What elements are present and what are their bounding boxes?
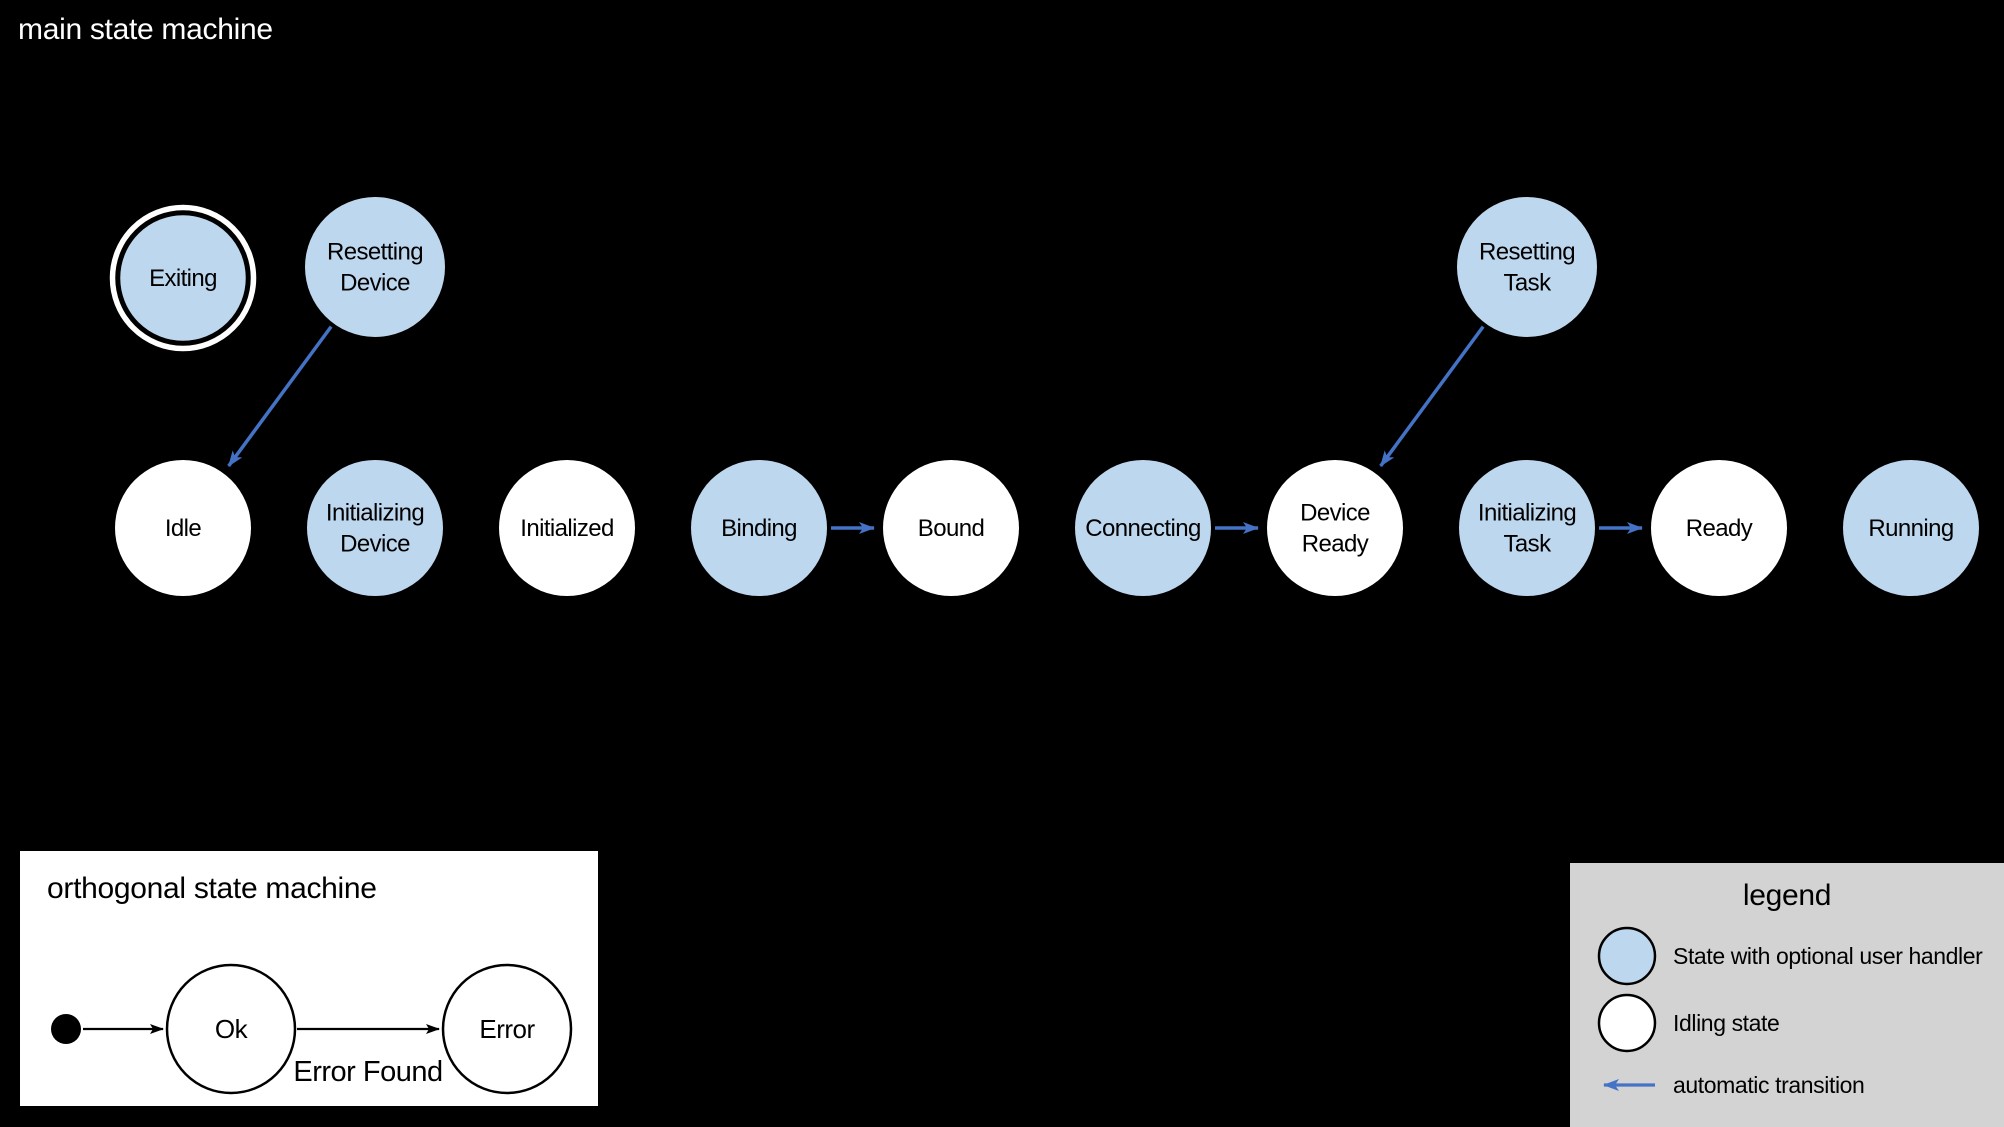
legend-panel: legend State with optional user handlerI… — [1570, 863, 2004, 1127]
legend-item-label: State with optional user handler — [1673, 943, 1983, 969]
legend-item: automatic transition — [1603, 1072, 1865, 1098]
state-initialized: Initialized — [499, 460, 635, 596]
state-error: Error — [441, 963, 573, 1095]
state-running: Running — [1843, 460, 1979, 596]
state-label-ready: Ready — [1686, 515, 1753, 542]
state-label-error: Error — [479, 1014, 535, 1044]
transition-label-ok-to-error: Error Found — [293, 1056, 442, 1088]
state-circle-exiting — [117, 212, 249, 344]
state-ready: Ready — [1651, 460, 1787, 596]
legend-item: State with optional user handler — [1597, 926, 1984, 986]
state-label-idle: Idle — [165, 515, 202, 542]
state-label-ok: Ok — [215, 1014, 249, 1044]
state-binding: Binding — [691, 460, 827, 596]
state-circle-initializing-task — [1459, 460, 1595, 596]
state-label-exiting: Exiting — [149, 265, 217, 292]
legend-item-label: automatic transition — [1673, 1072, 1864, 1098]
state-circle-error — [441, 963, 573, 1095]
state-idle: Idle — [115, 460, 251, 596]
state-circle-running — [1843, 460, 1979, 596]
state-circle-device-ready — [1267, 460, 1403, 596]
state-label-connecting: Connecting — [1085, 515, 1200, 542]
state-circle-resetting-device — [305, 197, 445, 337]
state-circle-resetting-task — [1457, 197, 1597, 337]
state-circle-connecting — [1075, 460, 1211, 596]
orthogonal-machine-title: orthogonal state machine — [47, 872, 377, 905]
legend-item: Idling state — [1597, 993, 1780, 1053]
state-label-running: Running — [1868, 515, 1953, 542]
state-label-binding: Binding — [721, 515, 797, 542]
final-state-ring — [109, 204, 257, 352]
initial-state-dot — [51, 1014, 81, 1044]
state-circle-initializing-device — [307, 460, 443, 596]
legend-panel-background — [1570, 863, 2004, 1127]
legend-title: legend — [1743, 879, 1831, 912]
state-circle-initialized — [499, 460, 635, 596]
state-circle-bound — [883, 460, 1019, 596]
state-ok: Ok — [165, 963, 297, 1095]
state-exiting: Exiting — [109, 204, 257, 352]
state-connecting: Connecting — [1075, 460, 1211, 596]
legend-item-label: Idling state — [1673, 1010, 1779, 1036]
state-label-bound: Bound — [918, 515, 984, 542]
idling-state-swatch-icon — [1597, 993, 1657, 1053]
main-machine-transitions — [227, 325, 1643, 534]
transition-resetting-device-to-idle — [227, 325, 333, 468]
state-circle-binding — [691, 460, 827, 596]
state-circle-idle — [115, 460, 251, 596]
state-bound: Bound — [883, 460, 1019, 596]
state-circle-ok — [165, 963, 297, 1095]
state-circle-ready — [1651, 460, 1787, 596]
main-machine-title: main state machine — [18, 13, 273, 46]
handler-state-swatch-icon — [1597, 926, 1657, 986]
state-label-initialized: Initialized — [520, 515, 613, 542]
transition-resetting-task-to-device-ready — [1379, 325, 1485, 468]
